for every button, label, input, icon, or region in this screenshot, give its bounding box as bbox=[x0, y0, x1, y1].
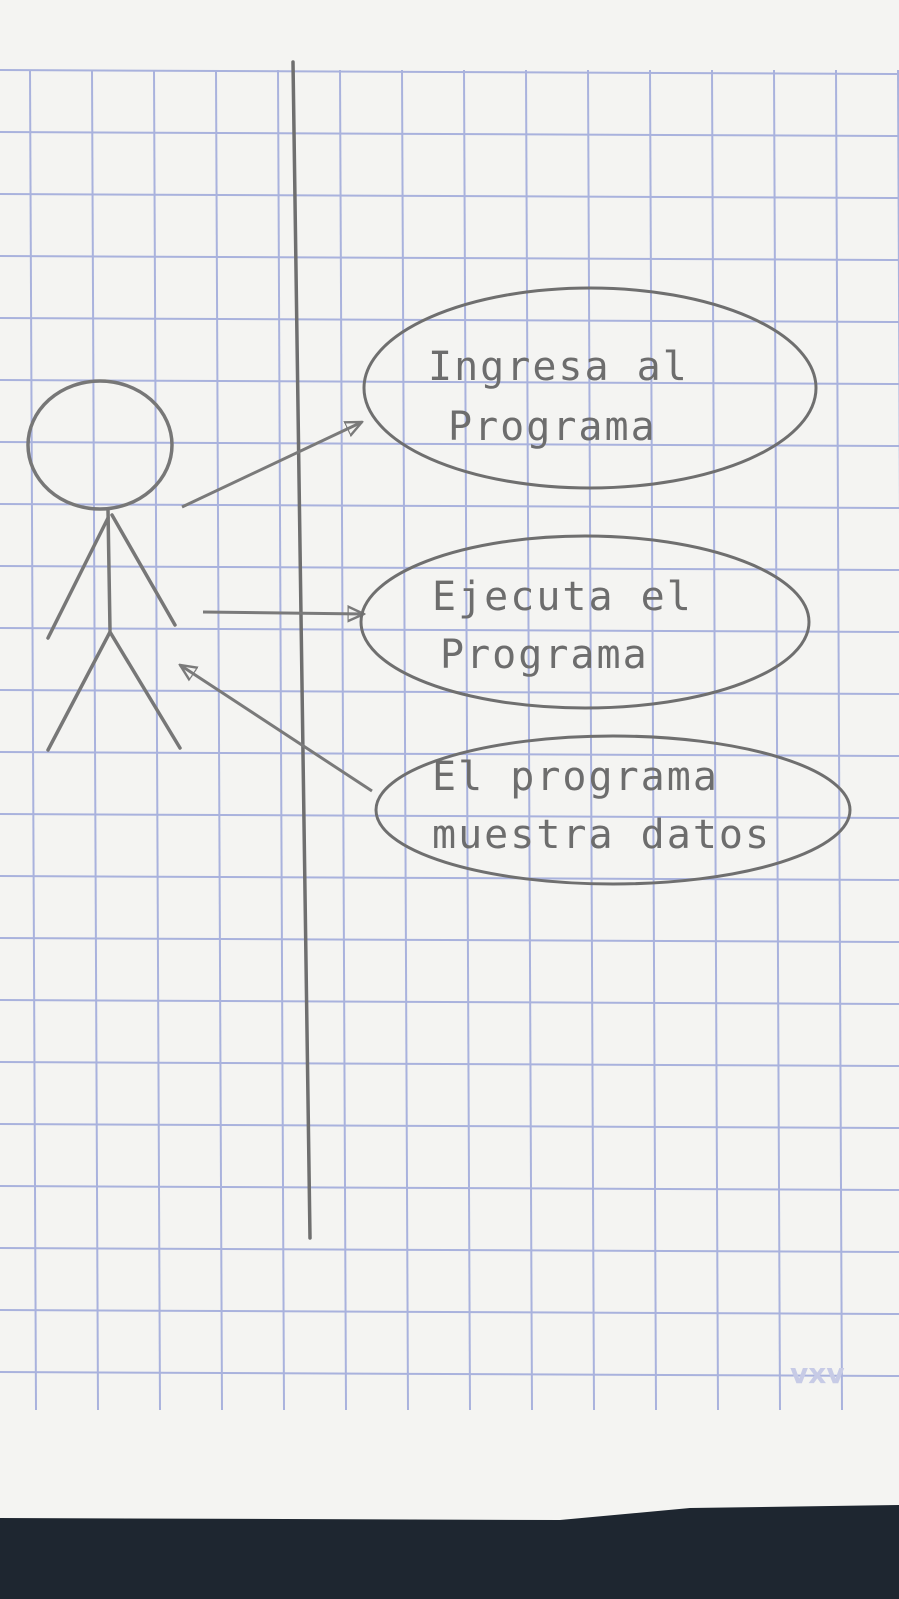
arrow-to-ejecuta bbox=[202, 612, 364, 614]
grid-horizontal-line bbox=[0, 627, 899, 633]
grid-vertical-line bbox=[711, 69, 719, 1411]
use-case-ejecuta-ellipse bbox=[359, 534, 811, 710]
grid-horizontal-line bbox=[0, 1309, 899, 1315]
grid-horizontal-line bbox=[0, 1185, 899, 1191]
use-cases bbox=[359, 286, 852, 886]
use-case-muestra-line1: El programa bbox=[432, 754, 719, 800]
grid-vertical-line bbox=[401, 69, 409, 1411]
use-case-muestra-ellipse bbox=[374, 734, 852, 886]
grid-horizontal-line bbox=[0, 813, 899, 819]
grid-horizontal-line bbox=[0, 1123, 899, 1129]
grid-horizontal-line bbox=[0, 379, 899, 385]
grid-horizontal-line bbox=[0, 875, 899, 881]
grid-vertical-line bbox=[463, 69, 471, 1411]
grid-horizontal-line bbox=[0, 1371, 899, 1377]
use-case-ejecuta-line1: Ejecuta el bbox=[432, 574, 693, 620]
grid-horizontal-line bbox=[0, 317, 899, 323]
grid-vertical-line bbox=[773, 69, 781, 1411]
use-case-ingresa-ellipse bbox=[362, 286, 818, 490]
grid-horizontal-line bbox=[0, 1247, 899, 1253]
actor-right-leg bbox=[108, 630, 182, 750]
actor-body bbox=[106, 508, 112, 632]
grid-horizontal-line bbox=[0, 999, 899, 1005]
association-arrows bbox=[180, 420, 373, 793]
use-case-ejecuta-line2: Programa bbox=[440, 632, 649, 678]
grid-vertical-line bbox=[649, 69, 657, 1411]
arrow-to-ingresa bbox=[181, 420, 362, 509]
grid-lines bbox=[0, 69, 899, 1411]
grid-vertical-line bbox=[835, 69, 843, 1411]
grid-horizontal-line bbox=[0, 751, 899, 757]
grid-horizontal-line bbox=[0, 441, 899, 447]
grid-vertical-line bbox=[587, 69, 595, 1411]
notebook-watermark-logo: vxv bbox=[790, 1357, 845, 1390]
grid-horizontal-line bbox=[0, 565, 899, 571]
grid-horizontal-line bbox=[0, 69, 899, 75]
actor-stick-figure bbox=[26, 379, 182, 752]
system-boundary-line bbox=[291, 60, 312, 1240]
use-case-ingresa-line2: Programa bbox=[448, 404, 657, 450]
use-case-muestra-line2: muestra datos bbox=[432, 812, 771, 858]
grid-horizontal-line bbox=[0, 255, 899, 261]
actor-right-arm bbox=[110, 513, 177, 627]
actor-head bbox=[26, 379, 174, 511]
actor-left-arm bbox=[46, 516, 110, 640]
grid-horizontal-line bbox=[0, 503, 899, 509]
actor-left-leg bbox=[46, 630, 112, 752]
grid-horizontal-line bbox=[0, 1061, 899, 1067]
use-case-ingresa-line1: Ingresa al bbox=[428, 344, 689, 390]
grid-horizontal-line bbox=[0, 193, 899, 199]
grid-horizontal-line bbox=[0, 937, 899, 943]
arrow-to-actor bbox=[180, 665, 373, 793]
grid-horizontal-line bbox=[0, 131, 899, 137]
